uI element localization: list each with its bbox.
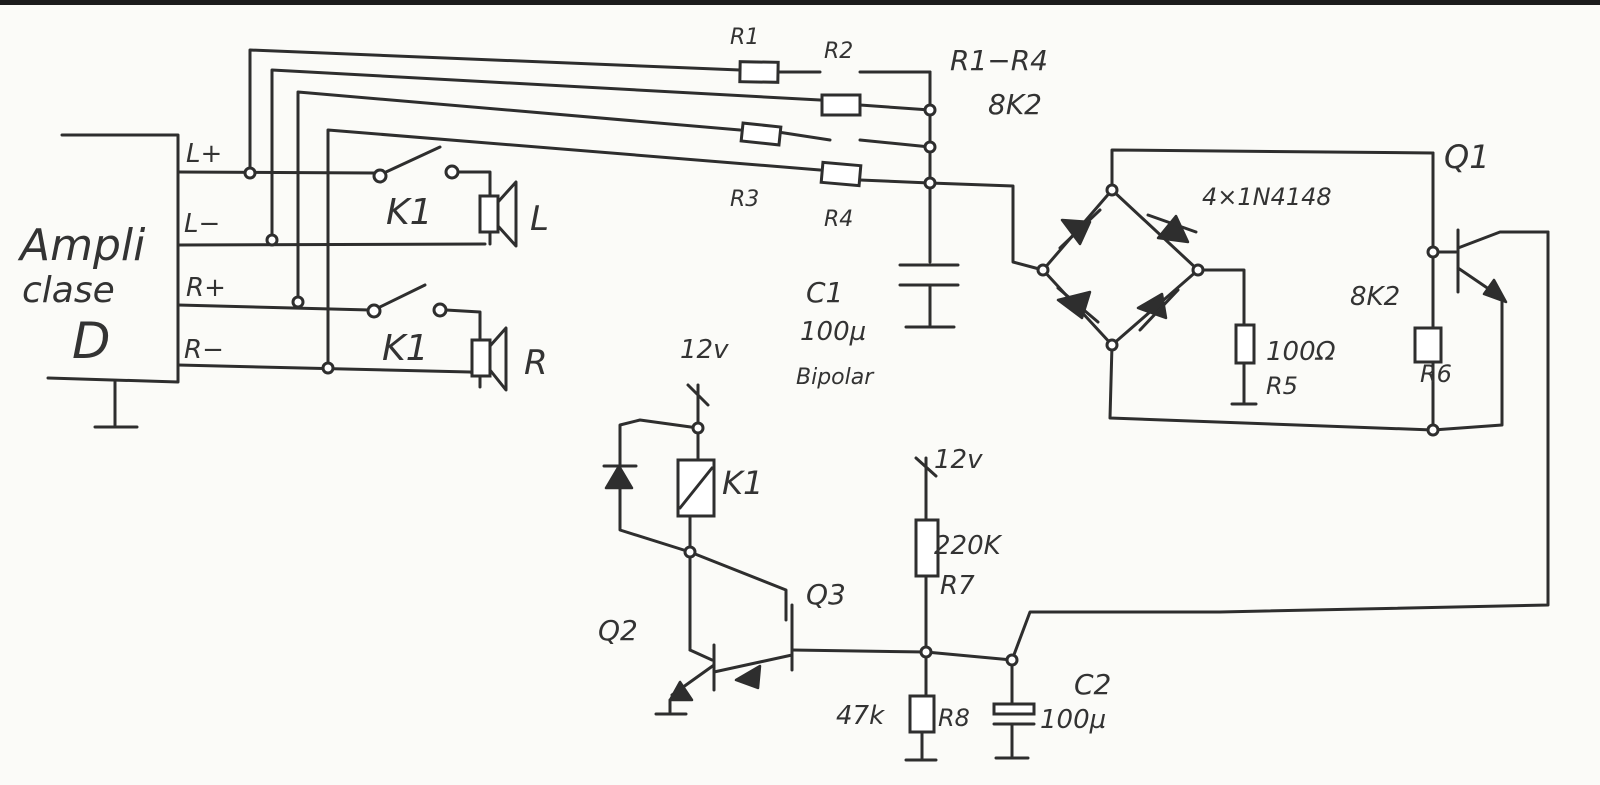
q3-label: Q3 (806, 578, 846, 611)
transistors-q2-q3 (654, 550, 928, 716)
r8-value: 47k (836, 701, 885, 731)
supply-12v-relay: 12v (680, 335, 729, 365)
r2-label: R2 (824, 39, 853, 64)
relay-contact-k1-left (372, 145, 492, 246)
terminal-l-plus: L+ (186, 139, 222, 169)
c2-value: 100µ (1040, 705, 1106, 735)
resistor-r3 (739, 121, 783, 147)
sense-wires (248, 48, 1045, 369)
amp-label-line2: clase (22, 270, 115, 311)
supply-12v-r7: 12v (934, 445, 983, 475)
relay-coil-k1 (602, 383, 716, 554)
r5-value: 100Ω (1266, 337, 1336, 367)
q2-label: Q2 (598, 614, 638, 647)
bridge-label: 4×1N4148 (1202, 183, 1332, 211)
relay-contact-label-2: K1 (382, 328, 429, 369)
r6-label: R6 (1420, 360, 1452, 388)
resistor-r2 (820, 93, 862, 117)
r6-value: 8K2 (1350, 282, 1400, 312)
amplifier-block (46, 133, 180, 429)
r8-label: R8 (938, 704, 970, 732)
resistor-r6 (1413, 250, 1443, 432)
capacitor-c2 (992, 658, 1036, 760)
r7-value: 220K (934, 531, 1003, 561)
r1-label: R1 (730, 25, 759, 50)
scan-top-edge (0, 0, 1600, 5)
terminal-r-plus: R+ (186, 273, 226, 303)
speaker-right-label: R (524, 343, 548, 383)
speaker-left (478, 180, 518, 248)
r1-r4-label: R1−R4 (950, 44, 1048, 77)
relay-contact-label-1: K1 (386, 192, 433, 233)
relay-coil-label: K1 (722, 464, 763, 502)
junction-dots (243, 103, 1440, 667)
amp-label-line1: Ampli (17, 220, 146, 271)
transistor-q1 (1010, 151, 1550, 662)
diode-bridge (1041, 148, 1435, 432)
resistor-r8 (904, 650, 938, 762)
amp-label-line3: D (72, 312, 111, 370)
terminal-r-minus: R− (184, 335, 224, 365)
q1-label: Q1 (1444, 138, 1490, 176)
terminal-l-minus: L− (184, 209, 220, 239)
resistor-r7 (914, 456, 1014, 662)
c2-label: C2 (1074, 668, 1111, 701)
r3-label: R3 (730, 187, 759, 212)
speaker-left-label: L (530, 199, 549, 239)
r7-label: R7 (940, 571, 975, 601)
speaker-right (470, 326, 508, 392)
c1-label: C1 (806, 276, 843, 309)
resistor-r5 (1230, 323, 1258, 406)
resistor-r1 (738, 60, 780, 84)
c1-type: Bipolar (796, 365, 875, 390)
r5-label: R5 (1266, 372, 1298, 400)
output-wires (176, 170, 487, 374)
resistor-r4 (819, 160, 863, 188)
r4-label: R4 (824, 207, 853, 232)
c1-value: 100µ (800, 317, 866, 347)
r1-r4-value: 8K2 (988, 88, 1042, 121)
